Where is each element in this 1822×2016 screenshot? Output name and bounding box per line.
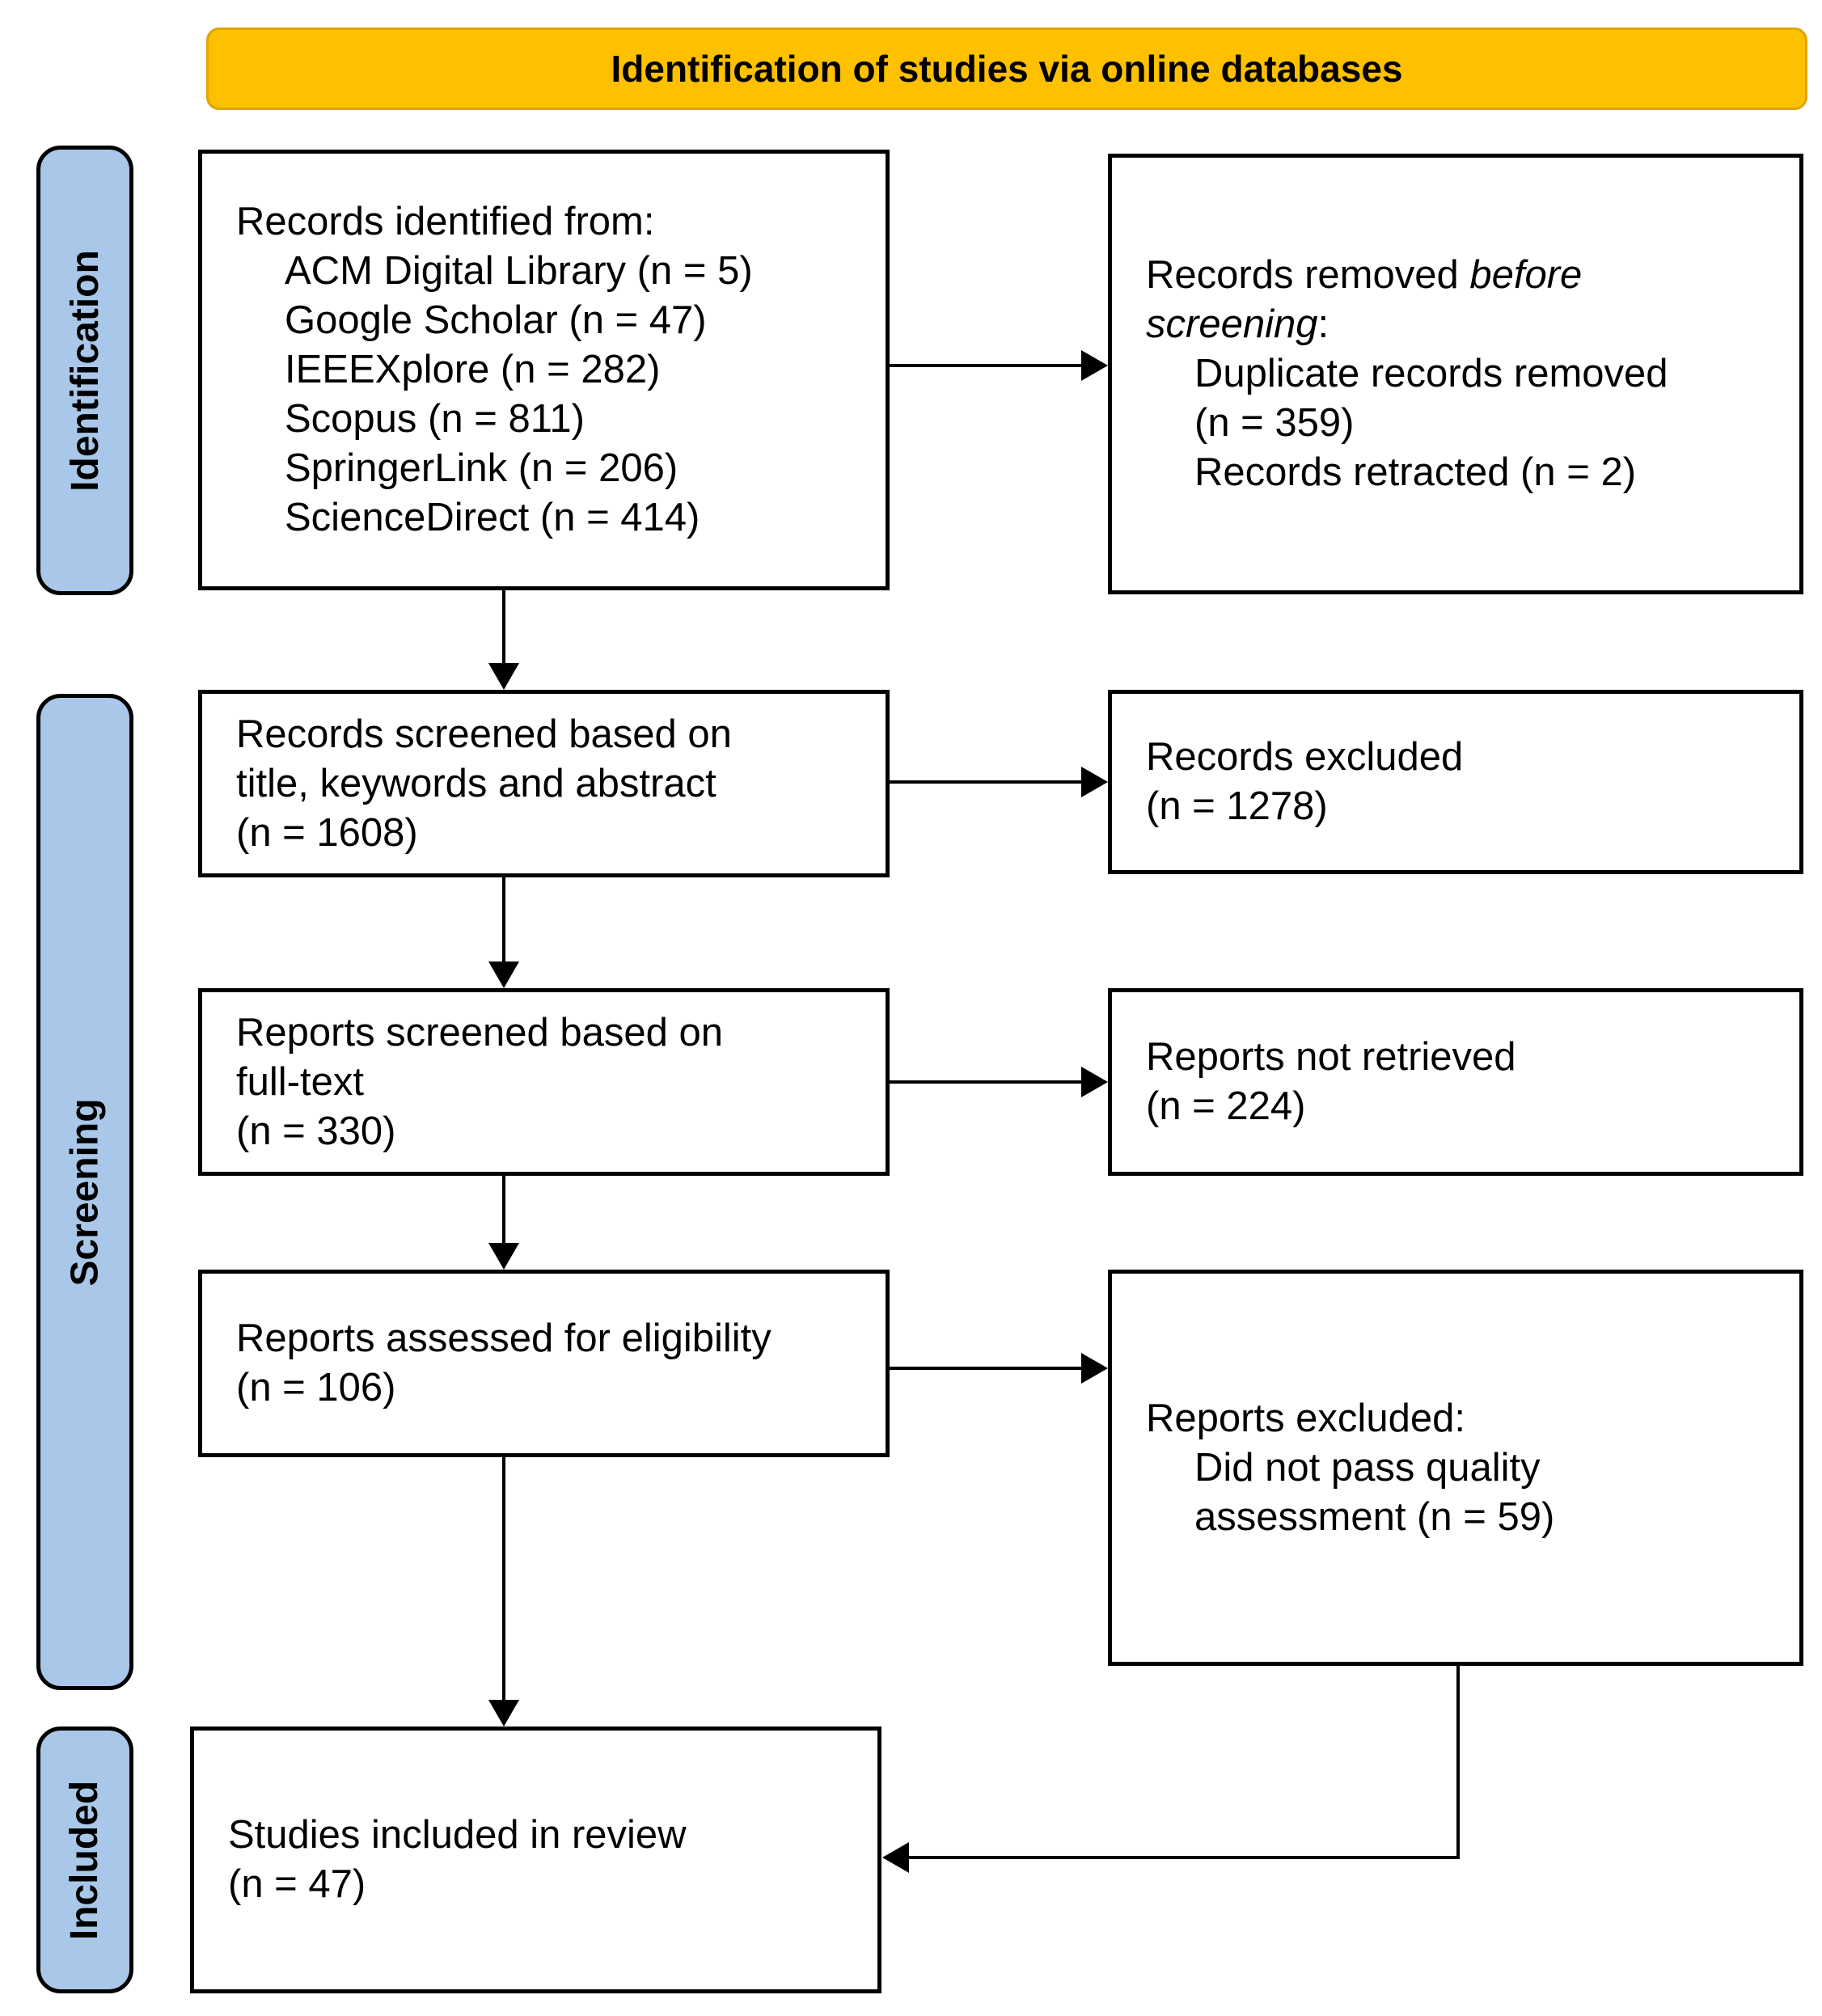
box-reports-excluded: Reports excluded: Did not pass quality a… — [1108, 1270, 1803, 1666]
reports-excluded-heading: Reports excluded: — [1146, 1396, 1465, 1440]
stage-identification-label: Identification — [63, 249, 107, 492]
records-identified-heading: Records identified from: — [236, 200, 655, 243]
studies-included-count: (n = 47) — [228, 1862, 366, 1906]
arrow-assessed-to-excluded-head — [1081, 1353, 1108, 1384]
arrow-screened-to-fulltext-head — [488, 962, 519, 988]
reports-screened-text: Reports screened based on full-text — [236, 1010, 723, 1104]
arrow-fulltext-to-notretrieved-head — [1081, 1067, 1108, 1097]
source-springerlink: SpringerLink (n = 206) — [285, 446, 678, 490]
records-removed-heading-prefix: Records removed — [1146, 253, 1470, 297]
records-excluded-text: Records excluded — [1146, 735, 1464, 779]
reports-not-retrieved-text: Reports not retrieved — [1146, 1035, 1516, 1079]
arrow-assessed-to-excluded-line — [890, 1367, 1081, 1370]
records-screened-count: (n = 1608) — [236, 810, 418, 855]
box-reports-assessed: Reports assessed for eligibility (n = 10… — [198, 1270, 890, 1457]
arrow-assessed-to-included-line — [502, 1457, 505, 1701]
records-removed-heading: Records removed before screening: — [1146, 251, 1698, 349]
box-records-removed: Records removed before screening: Duplic… — [1108, 154, 1803, 594]
diagram-title: Identification of studies via online dat… — [611, 48, 1403, 90]
arrow-identified-to-screened-line — [502, 590, 505, 665]
box-studies-included: Studies included in review (n = 47) — [190, 1726, 881, 1993]
arrow-screened-to-fulltext-line — [502, 877, 505, 963]
arrow-assessed-to-included-head — [488, 1700, 519, 1726]
connector-excluded-left-line — [909, 1856, 1460, 1859]
arrow-identified-to-removed-head — [1081, 350, 1108, 381]
box-reports-screened: Reports screened based on full-text (n =… — [198, 988, 890, 1176]
arrow-screened-to-excluded-head — [1081, 767, 1108, 797]
stage-screening-label: Screening — [63, 1097, 107, 1287]
records-excluded-count: (n = 1278) — [1146, 784, 1328, 828]
records-removed-heading-italic: before screening — [1146, 253, 1583, 346]
excluded-reason-quality: Did not pass quality assessment (n = 59) — [1194, 1445, 1555, 1539]
removed-reason-duplicates: Duplicate records removed (n = 359) — [1194, 352, 1668, 445]
arrow-identified-to-screened-head — [488, 663, 519, 690]
reports-assessed-text: Reports assessed for eligibility — [236, 1317, 771, 1360]
arrow-fulltext-to-assessed-head — [488, 1243, 519, 1270]
stage-identification: Identification — [36, 146, 133, 595]
stage-screening: Screening — [36, 694, 133, 1690]
source-acm: ACM Digital Library (n = 5) — [285, 249, 753, 293]
connector-excluded-down-line — [1456, 1666, 1460, 1858]
box-reports-not-retrieved: Reports not retrieved (n = 224) — [1108, 988, 1803, 1176]
arrow-identified-to-removed-line — [890, 364, 1081, 367]
source-google-scholar: Google Scholar (n = 47) — [285, 298, 707, 342]
box-records-excluded: Records excluded (n = 1278) — [1108, 690, 1803, 874]
records-screened-text: Records screened based on title, keyword… — [236, 712, 732, 805]
arrow-fulltext-to-assessed-line — [502, 1176, 505, 1245]
source-sciencedirect: ScienceDirect (n = 414) — [285, 496, 700, 539]
studies-included-text: Studies included in review — [228, 1813, 687, 1857]
source-scopus: Scopus (n = 811) — [285, 397, 585, 441]
reports-assessed-count: (n = 106) — [236, 1366, 396, 1410]
arrow-screened-to-excluded-line — [890, 780, 1081, 784]
removed-reason-retracted: Records retracted (n = 2) — [1194, 450, 1637, 494]
box-records-screened: Records screened based on title, keyword… — [198, 690, 890, 877]
reports-screened-count: (n = 330) — [236, 1109, 396, 1153]
box-records-identified: Records identified from: ACM Digital Lib… — [198, 150, 890, 590]
source-ieeexplore: IEEEXplore (n = 282) — [285, 348, 661, 391]
stage-included: Included — [36, 1726, 133, 1993]
reports-not-retrieved-count: (n = 224) — [1146, 1084, 1306, 1128]
stage-included-label: Included — [63, 1780, 107, 1940]
connector-excluded-arrowhead — [882, 1842, 909, 1873]
arrow-fulltext-to-notretrieved-line — [890, 1080, 1081, 1084]
records-removed-heading-suffix: : — [1317, 302, 1330, 346]
diagram-header-banner: Identification of studies via online dat… — [206, 27, 1807, 110]
